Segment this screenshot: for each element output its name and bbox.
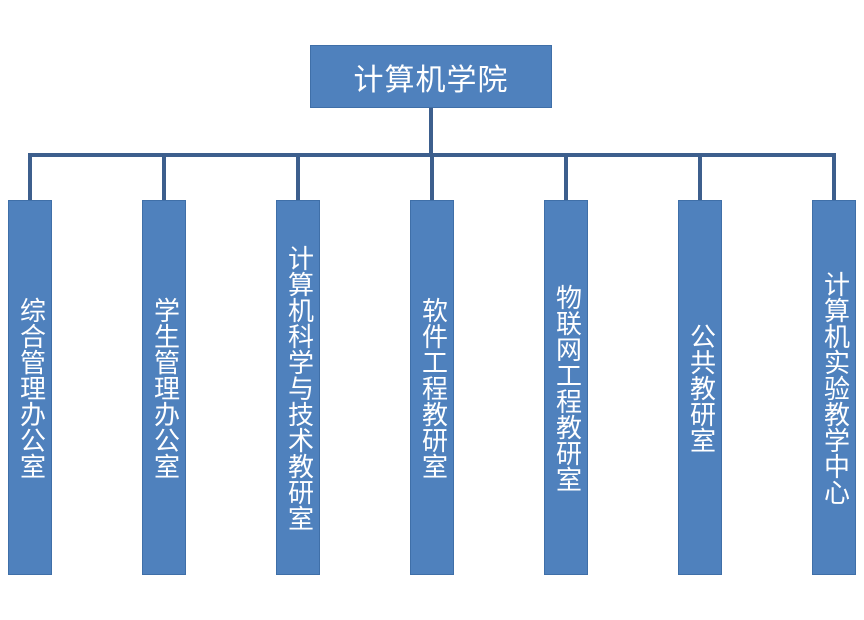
root-node-college: 计算机学院 xyxy=(310,45,552,108)
child-node-label: 计算机实验教学中心 xyxy=(819,270,850,505)
child-node-student-admin-office: 学生管理办公室 xyxy=(142,200,186,575)
child-node-iot-teaching-office: 物联网工程教研室 xyxy=(544,200,588,575)
child-node-label: 学生管理办公室 xyxy=(149,296,180,479)
child-node-label: 公共教研室 xyxy=(685,322,716,453)
root-node-label: 计算机学院 xyxy=(353,62,509,98)
child-node-general-admin-office: 综合管理办公室 xyxy=(8,200,52,575)
child-node-label: 综合管理办公室 xyxy=(15,296,46,479)
child-node-label: 物联网工程教研室 xyxy=(551,283,582,492)
child-node-software-eng-teaching-office: 软件工程教研室 xyxy=(410,200,454,575)
child-node-label: 软件工程教研室 xyxy=(417,296,448,479)
child-node-public-teaching-office: 公共教研室 xyxy=(678,200,722,575)
child-node-cs-teaching-office: 计算机科学与技术教研室 xyxy=(276,200,320,575)
child-node-experiment-teaching-center: 计算机实验教学中心 xyxy=(812,200,856,575)
child-node-label: 计算机科学与技术教研室 xyxy=(283,244,314,531)
